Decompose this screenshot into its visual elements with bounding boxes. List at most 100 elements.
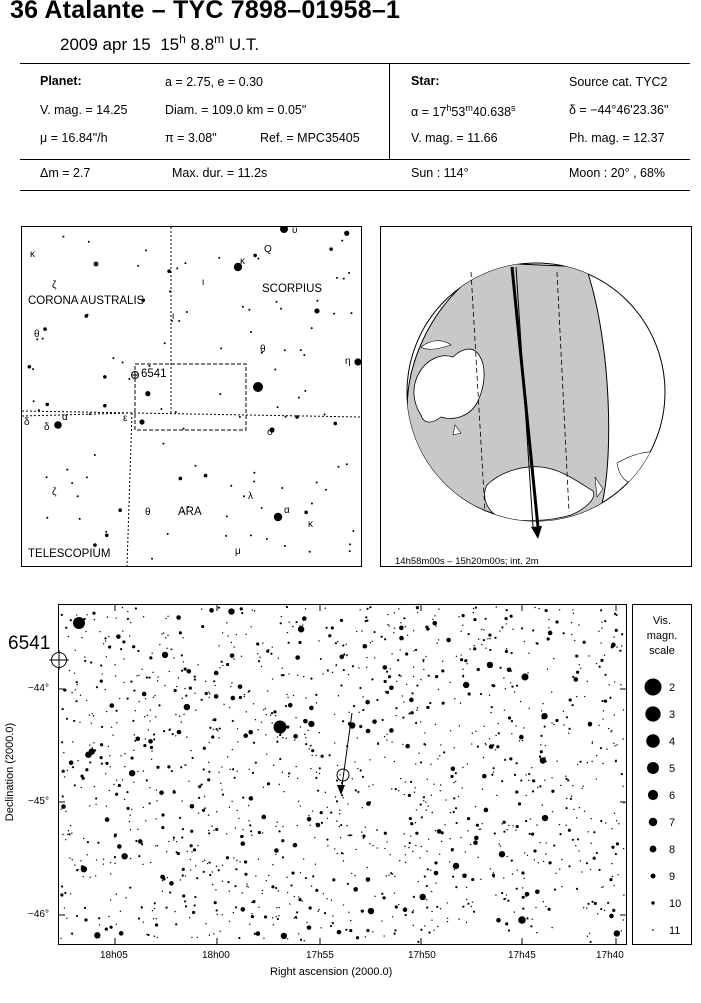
field-star [91,747,93,749]
globe-time-caption: 14h58m00s – 15h20m00s; int. 2m [395,556,539,567]
field-star [301,900,303,902]
field-star [70,932,74,935]
field-star [316,789,320,792]
field-star [366,866,368,869]
field-star [135,736,141,742]
field-star [352,705,356,708]
field-star [551,789,555,793]
field-star [315,702,318,704]
bright-field-star [273,720,287,734]
field-star [441,660,444,662]
field-star [506,855,508,858]
field-star [391,741,393,743]
field-star [611,875,614,878]
field-star [267,690,269,692]
field-star [104,688,107,691]
field-star [435,882,437,884]
field-star [167,615,169,617]
field-star [504,758,507,761]
field-star [260,665,263,668]
greek-star-label: σ [267,427,274,438]
field-star [412,666,415,668]
field-star [433,929,435,931]
field-star [541,712,548,720]
field-star [128,820,131,823]
field-star [462,766,464,769]
field-star [213,680,216,683]
planet-orbit: a = 2.75, e = 0.30 [165,75,263,89]
field-star [208,934,211,936]
field-star [240,907,246,912]
field-star [410,780,413,783]
field-star [226,622,228,624]
bright-star [354,358,361,366]
field-star [365,699,370,705]
field-star [531,832,535,836]
field-star [544,779,546,781]
field-star [342,860,345,862]
field-star [553,844,556,847]
field-star [568,732,570,735]
field-star [607,901,610,904]
field-star [264,707,267,710]
max-duration: Max. dur. = 11.2s [172,166,268,180]
field-star [445,799,447,801]
field-star [60,885,64,888]
field-star [262,642,264,644]
field-star [108,915,110,918]
field-star [61,795,64,798]
field-star [548,627,550,629]
field-star [460,658,464,662]
field-star [281,856,285,859]
scale-magnitude-label: 3 [669,709,675,721]
field-star [383,831,387,835]
field-star [82,837,85,840]
field-star [297,933,300,935]
field-star [510,859,513,862]
background-star [43,327,47,331]
field-star [142,921,145,923]
background-star [337,465,340,468]
field-star [460,836,462,839]
field-star [306,816,312,822]
field-star [532,779,536,783]
field-star [416,709,418,711]
field-star [372,784,374,786]
field-star [528,707,530,709]
field-star [124,753,126,755]
field-star [495,734,497,737]
field-star [342,904,345,906]
field-star [544,608,548,613]
field-star [252,703,255,705]
field-star [565,824,567,826]
field-star [296,911,299,914]
field-star [186,736,188,738]
field-star [415,721,418,725]
field-star [422,658,425,662]
field-star [301,616,307,621]
field-star [579,860,582,862]
field-star [364,936,367,938]
field-star [426,778,428,780]
field-star [152,671,154,674]
field-star [304,876,307,880]
field-star [118,697,121,700]
field-star [98,924,101,926]
field-star [98,917,101,920]
field-star [292,842,298,848]
field-star [610,731,612,733]
field-star [148,676,151,679]
field-star [335,779,339,782]
field-star [467,830,469,832]
field-star [279,757,282,761]
field-star [228,806,231,808]
background-star [151,557,154,560]
field-star [278,830,281,833]
field-star [433,870,439,876]
field-star [575,654,579,658]
field-star [99,743,104,747]
field-star [214,684,216,687]
field-star [178,715,181,717]
background-star [45,402,50,407]
event-minute: 8.8 [185,35,215,54]
